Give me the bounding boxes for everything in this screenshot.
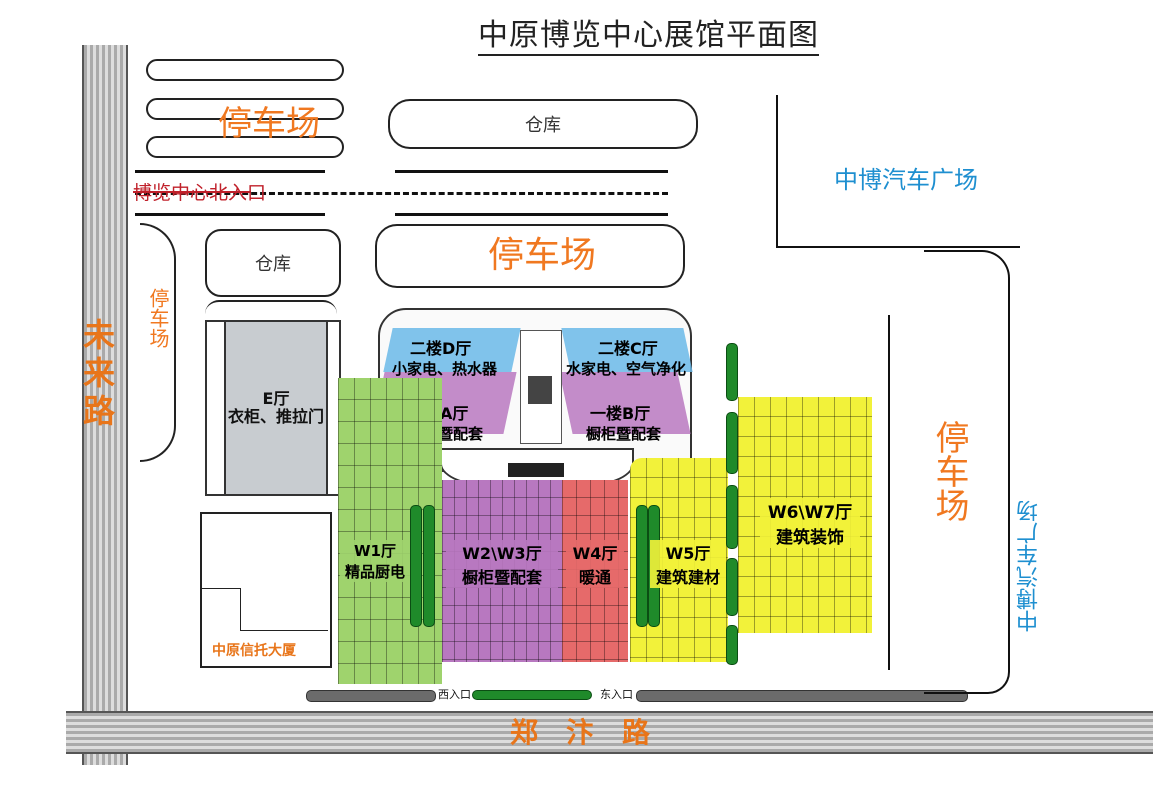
parking-label-center: 停车场 [488,235,597,276]
south-road-label: 郑汴路 [510,716,679,749]
hall-w5-desc: 建筑建材 [655,568,720,587]
hall-b-desc: 橱柜暨配套 [586,425,662,443]
hall-w5-label: W5厅 建筑建材 [650,540,726,588]
plaza-label-right: 中博汽车广场 [1017,500,1042,632]
hall-w5-divider [636,505,648,627]
trust-tower-inner [240,630,328,631]
hall-w1-label: W1厅 精品厨电 [340,540,410,582]
hall-w1-desc: 精品厨电 [344,563,405,581]
hall-e-name: E厅 [262,388,290,408]
west-road [84,45,126,765]
west-road-edge [82,45,84,765]
east-road-line [888,315,890,670]
trust-tower-label: 中原信托大厦 [212,643,296,659]
hall-c-desc: 水家电、空气净化 [566,360,687,378]
warehouse-left-arc [205,300,337,316]
hall-w2w3-name: W2\W3厅 [462,544,542,563]
hall-w6w7-name: W6\W7厅 [767,503,853,523]
hall-w6w7-desc: 建筑装饰 [776,528,844,548]
plaza-label-top: 中博汽车广场 [834,166,978,194]
hall-d-desc: 小家电、热水器 [392,360,498,378]
parking-label-right: 停车场 [929,420,969,522]
hall-w2w3-desc: 橱柜暨配套 [461,568,542,587]
hall-d-name: 二楼D厅 [410,339,472,358]
hall-e-desc: 衣柜、推拉门 [227,407,324,426]
map-title: 中原博览中心展馆平面图 [478,18,819,56]
central-stairs [528,376,552,404]
parking-center [375,224,685,288]
connector [726,558,738,616]
trust-tower-inner [240,588,241,630]
connector [726,485,738,549]
west-entrance-label: 西入口 [438,688,471,701]
trust-tower-inner [200,588,240,589]
connector [726,625,738,665]
north-entrance-arrow [133,191,251,193]
road-line [135,170,325,173]
trust-tower [200,512,332,668]
hall-w4-name: W4厅 [572,544,618,563]
road-line [395,170,668,173]
connector [726,343,738,401]
warehouse-top-label: 仓库 [525,115,561,136]
plaza-edge [776,95,778,248]
hall-w4-desc: 暖通 [578,568,611,587]
south-gate-building [636,690,968,702]
hall-w4-label: W4厅 暖通 [566,540,624,588]
road-line [135,213,325,216]
parking-row [146,136,344,158]
west-road-edge [126,45,128,765]
south-green-strip [472,690,592,700]
south-road [66,712,1153,752]
south-road-edge [66,752,1153,754]
west-road-label: 未来路 [78,318,116,432]
parking-row [146,59,344,81]
hall-b-name: 一楼B厅 [590,404,651,423]
hall-w1-divider [423,505,435,627]
road-centerline [135,192,668,195]
warehouse-top: 仓库 [388,99,698,149]
plaza-edge [776,246,1020,248]
parking-label-top-left: 停车场 [218,104,320,144]
hall-e[interactable]: E厅 衣柜、推拉门 [224,320,328,496]
connector [726,412,738,474]
parking-label-left: 停车场 [146,288,170,348]
east-entrance-label: 东入口 [600,688,633,701]
south-gate-building [306,690,436,702]
warehouse-left: 仓库 [205,229,341,297]
warehouse-left-label: 仓库 [255,254,291,275]
hall-w6w7-label: W6\W7厅 建筑装饰 [760,498,860,548]
hall-w1-divider [410,505,422,627]
parking-row [146,98,344,120]
hall-w1-name: W1厅 [354,542,396,560]
east-road-loop [924,250,1010,694]
hall-w2w3-label: W2\W3厅 橱柜暨配套 [446,540,558,588]
hall-w5-name: W5厅 [665,544,711,563]
hall-c-name: 二楼C厅 [598,339,658,358]
main-entrance-door [508,463,564,477]
road-line [395,213,668,216]
south-road-edge [66,711,1153,713]
north-entrance-label: 博览中心北入口 [133,182,267,204]
